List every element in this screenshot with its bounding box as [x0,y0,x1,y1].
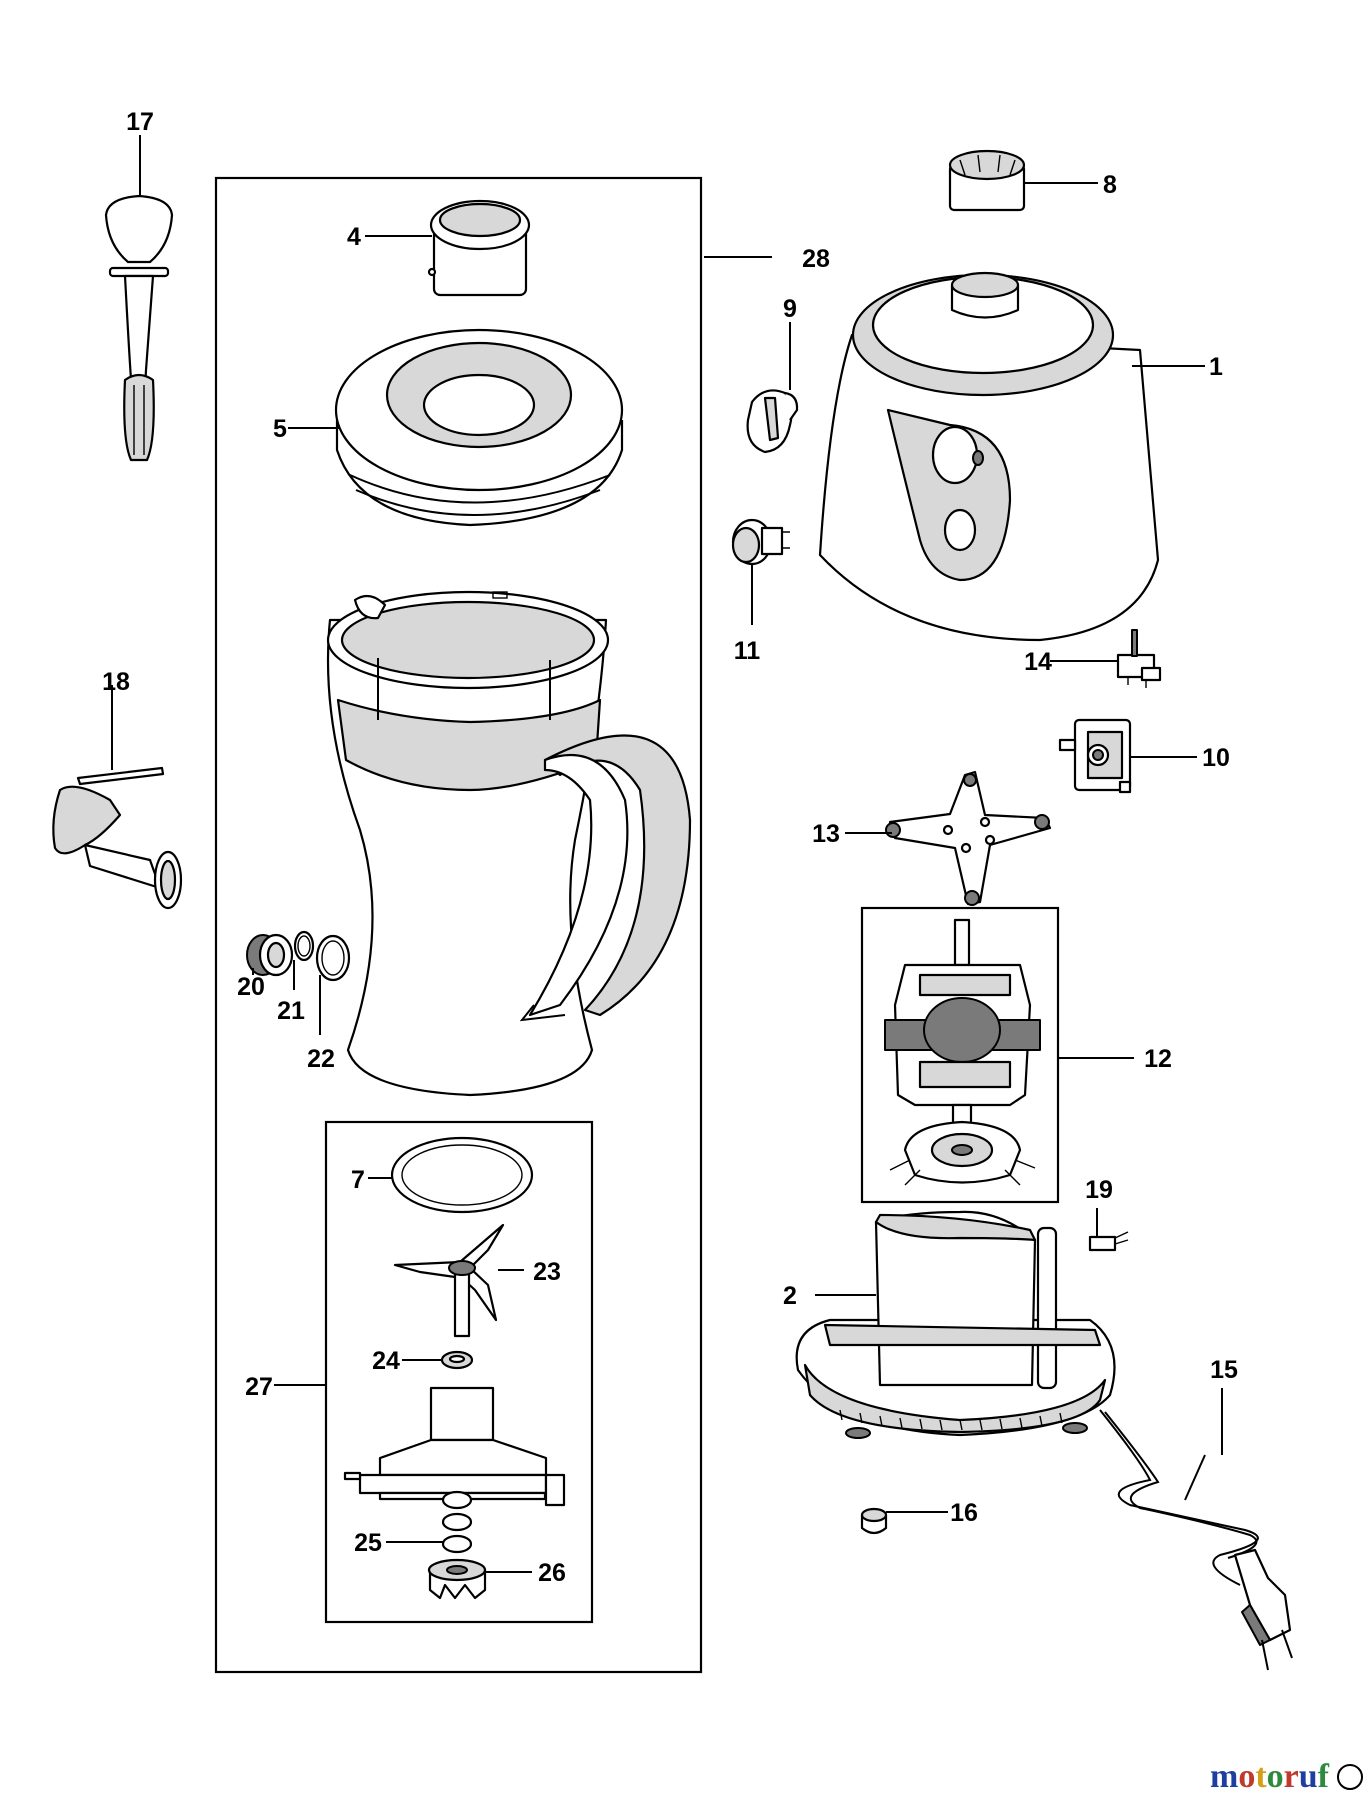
part-5-lid [334,328,624,527]
watermark-letter: o [1238,1758,1255,1795]
part-24-washer [440,1350,474,1370]
callout-27: 27 [245,1373,273,1401]
callout-14: 14 [1024,648,1052,676]
watermark-letter: r [1284,1758,1299,1795]
jug [326,590,692,1097]
callout-4: 4 [347,223,361,251]
callout-25: 25 [354,1529,382,1557]
callout-9: 9 [783,295,797,323]
callout-13: 13 [812,820,840,848]
part-17-plunger [104,194,174,462]
callout-24: 24 [372,1347,400,1375]
callout-15: 15 [1210,1356,1238,1384]
callout-26: 26 [538,1559,566,1587]
part-25-o-rings [441,1490,473,1554]
assembly-27-frame [324,1120,594,1624]
part-8-ring [948,149,1026,212]
part-19-connector [1088,1231,1129,1252]
part-13-bracket [885,770,1052,906]
part-10-speed-control [1058,718,1132,794]
callout-21: 21 [277,997,305,1025]
callout-2: 2 [783,1282,797,1310]
callout-7: 7 [351,1166,365,1194]
callout-16: 16 [950,1499,978,1527]
part-1-housing [818,271,1160,642]
watermark-letter: f [1318,1758,1330,1795]
callout-17: 17 [126,108,154,136]
part-7-gasket [390,1136,534,1214]
callout-8: 8 [1103,171,1117,199]
callout-12: 12 [1144,1045,1172,1073]
leader-lines [139,135,1223,1573]
part-14-micro-switch [1116,629,1162,688]
watermark-letter: m [1210,1758,1238,1795]
part-11-button [731,518,790,566]
callout-10: 10 [1202,744,1230,772]
callout-5: 5 [273,415,287,443]
watermark-letter: o [1267,1758,1284,1795]
watermark-letter: t [1255,1758,1267,1795]
part-26-coupling [427,1558,487,1600]
callout-19: 19 [1085,1176,1113,1204]
callout-20: 20 [237,973,265,1001]
parts-20-22-nut-rings [246,930,351,1035]
watermark-badge [1337,1764,1363,1790]
part-18-spout [52,685,183,910]
part-16-foot [860,1507,888,1535]
callout-18: 18 [102,668,130,696]
callout-28: 28 [802,245,830,273]
callout-23: 23 [533,1258,561,1286]
part-9-knob [746,389,799,454]
part-23-blade [393,1223,505,1338]
part-27-blade-holder [343,1386,566,1507]
callout-22: 22 [307,1045,335,1073]
callout-1: 1 [1209,353,1223,381]
part-2-base [795,1210,1116,1439]
part-4-cap [427,199,531,297]
part-15-power-cord [1099,1409,1293,1671]
callout-11: 11 [734,637,761,665]
assembly-28-frame [214,176,703,1674]
watermark-letter: u [1299,1758,1318,1795]
watermark-logo: motoruf [1210,1758,1330,1795]
part-12-motor [884,918,1041,1186]
assembly-12-frame [860,906,1060,1204]
